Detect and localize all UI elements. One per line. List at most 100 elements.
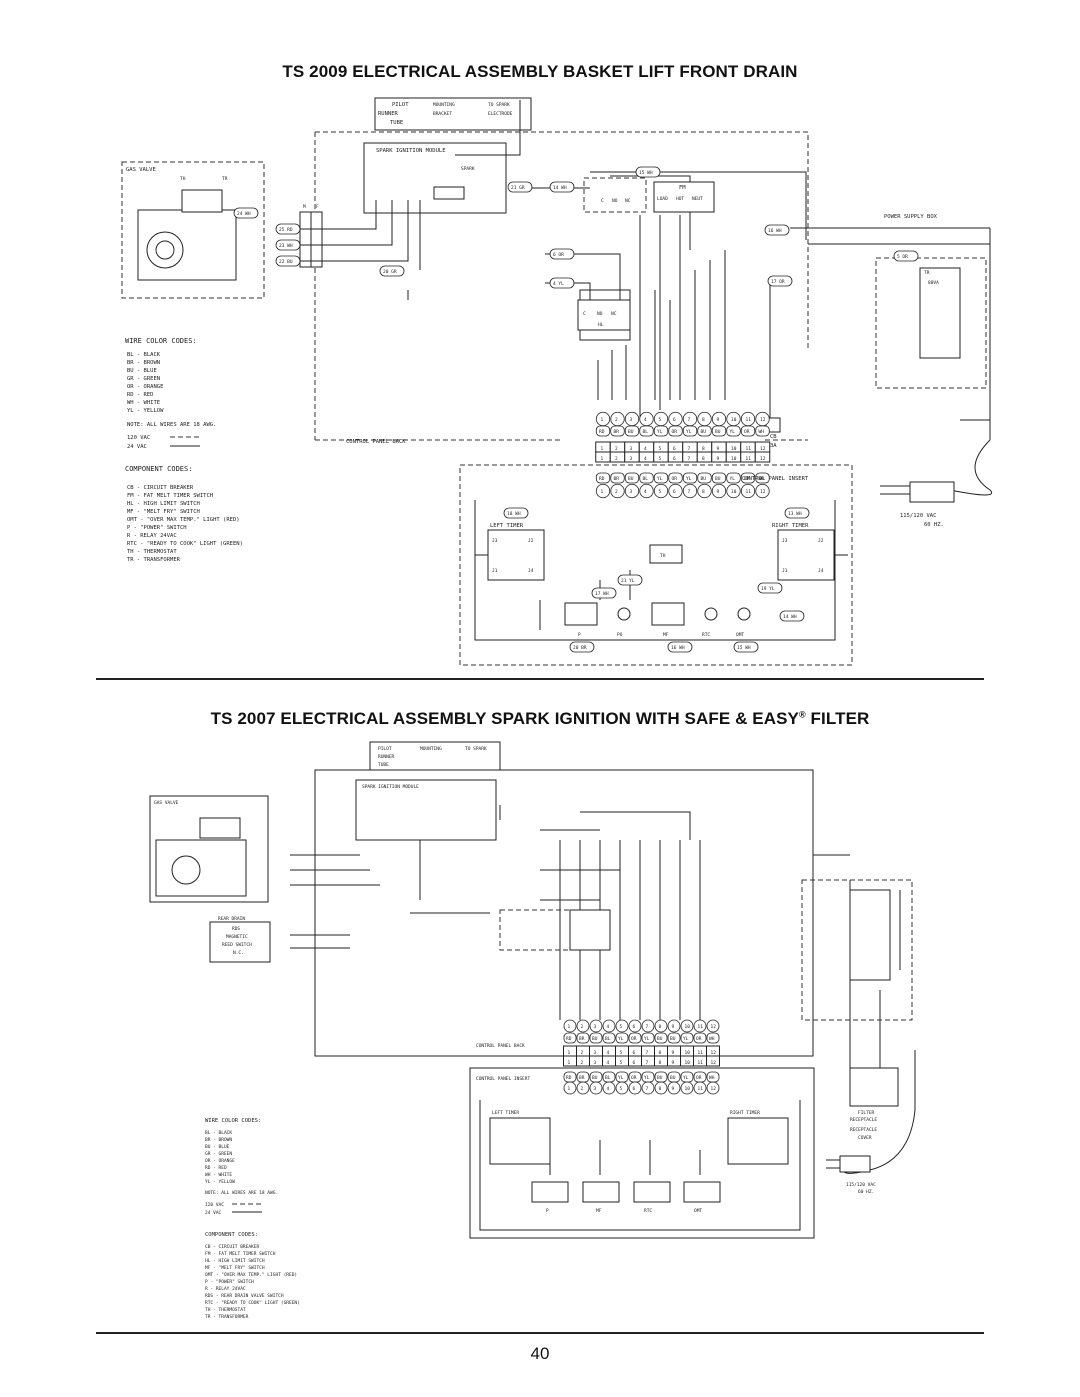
spark-module-label: SPARK IGNITION MODULE bbox=[376, 148, 446, 154]
terminal-color bbox=[654, 1032, 668, 1044]
wire-tag-label: 15 WH bbox=[737, 645, 751, 651]
control-panel-back-2: CONTROL PANEL BACK bbox=[476, 1043, 525, 1049]
terminal-color bbox=[711, 425, 727, 437]
terminal-number: 8 bbox=[702, 489, 705, 495]
wire-tag bbox=[779, 610, 805, 622]
terminal-color-code: YL bbox=[683, 1036, 689, 1042]
terminal-number: 2 bbox=[581, 1086, 584, 1092]
terminal-color-code: YL bbox=[657, 429, 663, 435]
svg-text:HL - HIGH LIMIT SWITCH: HL - HIGH LIMIT SWITCH bbox=[205, 1258, 265, 1264]
terminal-connector bbox=[576, 1081, 590, 1095]
diagram2-wiring: PILOT RUNNER TUBE MOUNTING TO SPARK SPAR… bbox=[149, 741, 916, 1320]
svg-text:TO SPARK: TO SPARK bbox=[465, 746, 487, 752]
terminal-connector bbox=[624, 483, 640, 499]
terminal-color-code: WH bbox=[709, 1036, 715, 1042]
svg-text:24 VAC: 24 VAC bbox=[205, 1210, 222, 1216]
terminal-number: 7 bbox=[646, 1060, 649, 1066]
wire-tag-label: 21 GR bbox=[511, 185, 525, 191]
terminal-color-code: OR bbox=[672, 476, 678, 482]
terminal-number: 7 bbox=[646, 1086, 649, 1092]
terminal-color-code: OR bbox=[744, 476, 750, 482]
terminal-color bbox=[563, 1032, 577, 1044]
svg-text:TH - THERMOSTAT: TH - THERMOSTAT bbox=[127, 549, 177, 555]
terminal-color-code: RD bbox=[566, 1036, 572, 1042]
terminal-connector bbox=[680, 1019, 694, 1033]
svg-text:CB - CIRCUIT BREAKER: CB - CIRCUIT BREAKER bbox=[127, 485, 194, 491]
svg-text:N.C.: N.C. bbox=[233, 950, 244, 956]
terminal-color bbox=[755, 425, 770, 437]
svg-text:HOT: HOT bbox=[676, 196, 684, 202]
terminal-cell bbox=[754, 451, 771, 463]
terminal-number: 3 bbox=[630, 446, 633, 452]
gas-valve: GAS VALVE TH TR bbox=[121, 161, 265, 299]
terminal-number: 8 bbox=[659, 1024, 662, 1030]
svg-text:80VA: 80VA bbox=[928, 280, 939, 286]
svg-text:RTC - "READY TO COOK" LIGHT (G: RTC - "READY TO COOK" LIGHT (GREEN) bbox=[205, 1300, 300, 1306]
svg-text:MF: MF bbox=[663, 632, 669, 638]
wire-tag-label: 14 WH bbox=[783, 614, 797, 620]
svg-text:CONTROL PANEL BACK: CONTROL PANEL BACK bbox=[476, 1043, 525, 1049]
electrode-label-1: TO SPARK bbox=[488, 102, 510, 108]
svg-text:PO: PO bbox=[617, 632, 623, 638]
wire-tag-label: 17 WH bbox=[595, 591, 609, 597]
thermostat: TH bbox=[649, 544, 683, 564]
terminal-cell bbox=[706, 1055, 720, 1067]
relay-2 bbox=[499, 909, 611, 951]
svg-text:J4: J4 bbox=[528, 568, 534, 574]
terminal-number: 10 bbox=[685, 1050, 691, 1056]
terminal-number: 11 bbox=[746, 417, 752, 423]
terminal-number: 5 bbox=[620, 1024, 623, 1030]
relay: C NO NC bbox=[583, 177, 647, 213]
pilot-assembly: PILOT RUNNER TUBE MOUNTING BRACKET TO SP… bbox=[374, 97, 532, 131]
svg-text:R - RELAY 24VAC: R - RELAY 24VAC bbox=[205, 1286, 246, 1292]
terminal-color bbox=[610, 425, 625, 437]
terminal-connector bbox=[602, 1019, 616, 1033]
diagram2-title: TS 2007 ELECTRICAL ASSEMBLY SPARK IGNITI… bbox=[210, 709, 870, 728]
terminal-number: 9 bbox=[672, 1086, 675, 1092]
svg-text:RTC - "READY TO COOK" LIGHT (G: RTC - "READY TO COOK" LIGHT (GREEN) bbox=[127, 541, 243, 547]
terminal-number: 11 bbox=[698, 1086, 704, 1092]
wire-tag bbox=[767, 275, 793, 287]
svg-text:OR - ORANGE: OR - ORANGE bbox=[127, 384, 163, 390]
svg-text:NC: NC bbox=[625, 198, 631, 204]
svg-text:RIGHT TIMER: RIGHT TIMER bbox=[730, 1110, 760, 1116]
svg-text:R - RELAY 24VAC: R - RELAY 24VAC bbox=[127, 533, 177, 539]
terminal-number: 8 bbox=[659, 1060, 662, 1066]
terminal-number: 3 bbox=[594, 1024, 597, 1030]
terminal-number: 3 bbox=[594, 1050, 597, 1056]
svg-text:24 VAC: 24 VAC bbox=[127, 444, 147, 450]
terminal-number: 8 bbox=[702, 417, 705, 423]
wire-tag-label: 16 WH bbox=[671, 645, 685, 651]
terminal-color bbox=[697, 425, 712, 437]
terminal-number: 6 bbox=[633, 1050, 636, 1056]
svg-text:GR - GREEN: GR - GREEN bbox=[127, 376, 160, 382]
terminal-number: 2 bbox=[615, 489, 618, 495]
terminal-number: 4 bbox=[607, 1050, 610, 1056]
wire-tag-label: 20 BR bbox=[573, 645, 587, 651]
wire-tag-label: 15 WH bbox=[639, 170, 653, 176]
terminal-number: 5 bbox=[659, 417, 662, 423]
svg-text:F: F bbox=[316, 204, 319, 210]
terminal-color bbox=[740, 425, 756, 437]
wire-tag bbox=[591, 587, 617, 599]
right-timer-2: RIGHT TIMER bbox=[727, 1110, 789, 1165]
terminal-number: 5 bbox=[659, 489, 662, 495]
svg-text:REED SWITCH: REED SWITCH bbox=[222, 942, 252, 948]
svg-text:J1: J1 bbox=[492, 568, 498, 574]
svg-text:TH: TH bbox=[660, 553, 666, 559]
terminal-color bbox=[595, 472, 611, 484]
svg-text:NO: NO bbox=[612, 198, 618, 204]
svg-text:RDS: RDS bbox=[232, 926, 240, 932]
svg-text:RECEPTACLE: RECEPTACLE bbox=[850, 1117, 877, 1123]
wire-tag-label: 23 WH bbox=[279, 243, 293, 249]
wire-tag-label: 18 WH bbox=[507, 511, 521, 517]
terminal-color bbox=[740, 472, 756, 484]
svg-text:CB - CIRCUIT BREAKER: CB - CIRCUIT BREAKER bbox=[205, 1244, 259, 1250]
wire-tag-label: 22 BU bbox=[279, 259, 293, 265]
terminal-number: 12 bbox=[711, 1060, 717, 1066]
wire-tag-label: 21 YL bbox=[621, 578, 635, 584]
terminal-number: 5 bbox=[620, 1050, 623, 1056]
svg-text:BU - BLUE: BU - BLUE bbox=[205, 1144, 230, 1150]
wire-tag bbox=[569, 641, 595, 653]
